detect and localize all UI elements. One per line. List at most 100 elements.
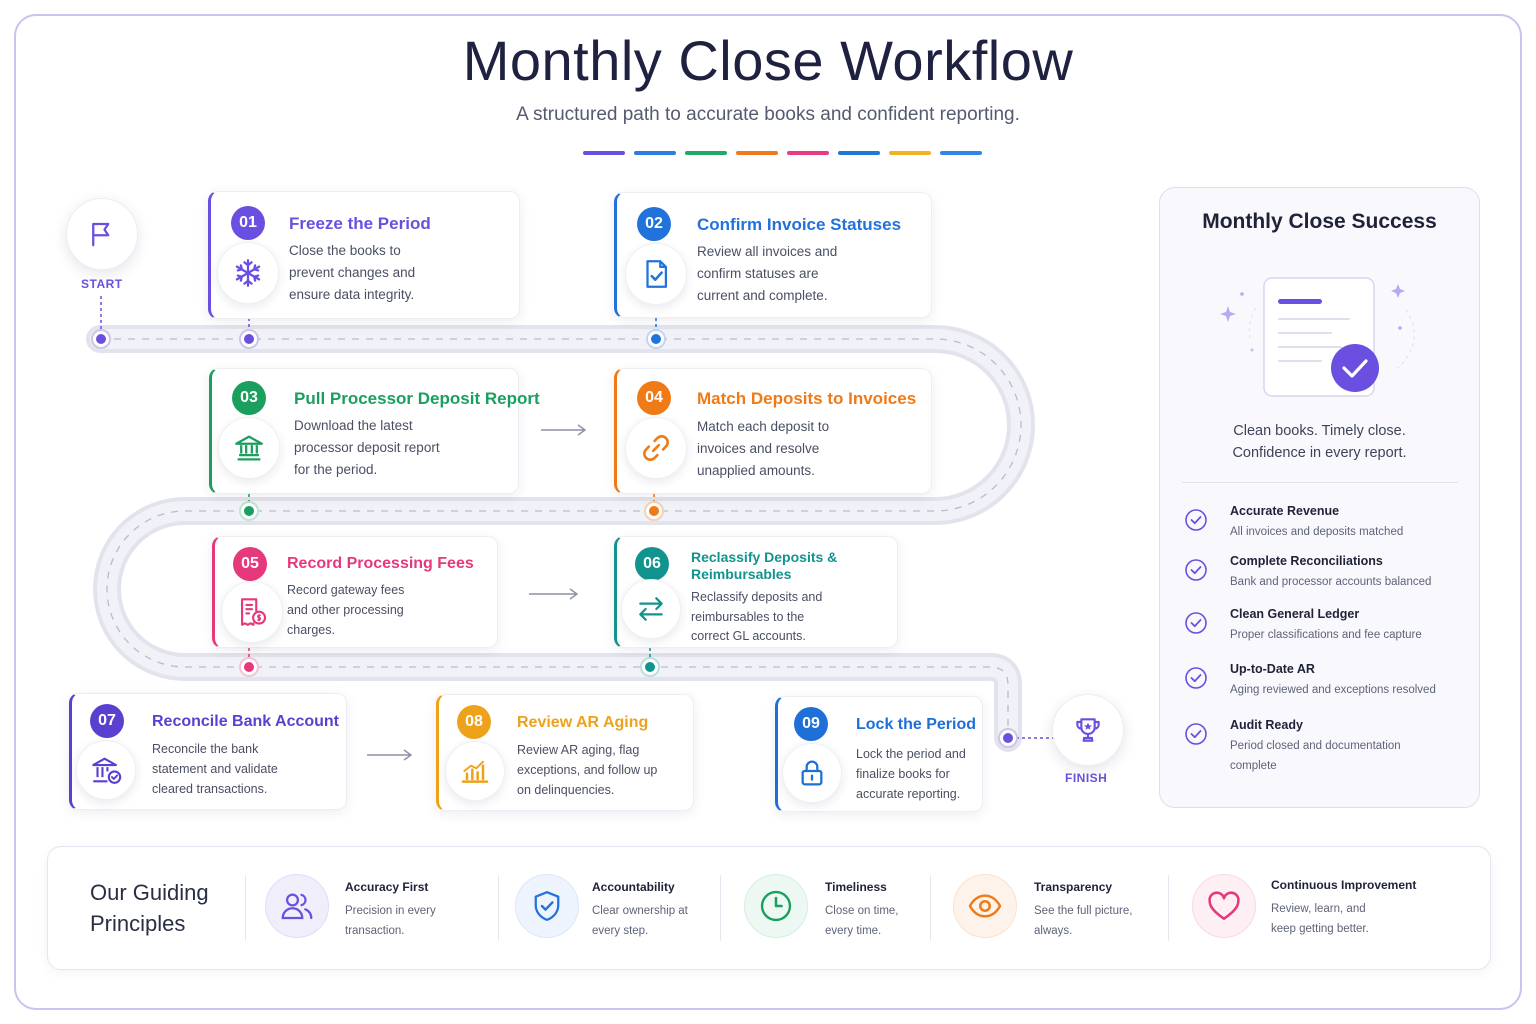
step-description: Reclassify deposits and reimbursables to… (691, 590, 823, 643)
step-number-badge: 08 (457, 705, 491, 739)
success-tagline-line-2: Confidence in every report. (1232, 445, 1407, 461)
eye-icon (953, 874, 1017, 938)
accent-bar (583, 151, 625, 155)
step-title: Reclassify Deposits & Reimbursables (691, 549, 838, 582)
shield-check-icon (515, 874, 579, 938)
principles-heading-line-1: Our Guiding (90, 880, 209, 905)
success-item-title: Clean General Ledger (1230, 607, 1360, 621)
road-dot-01 (239, 329, 259, 349)
trophy-icon (1076, 718, 1100, 742)
principles-divider (930, 875, 931, 941)
finish-marker (1052, 694, 1124, 766)
success-title: Monthly Close Success (1202, 210, 1437, 233)
step-description: Review all invoices and confirm statuses… (697, 244, 838, 303)
step-description: Review AR aging, flag exceptions, and fo… (517, 743, 658, 797)
start-label: START (81, 277, 123, 291)
bar-chart-icon (445, 741, 505, 801)
success-tagline-line-1: Clean books. Timely close. (1233, 423, 1406, 439)
principles-heading: Our Guiding Principles (90, 877, 209, 939)
step-title: Freeze the Period (289, 214, 431, 233)
heart-icon (1192, 874, 1256, 938)
road-dot-02 (646, 329, 666, 349)
step-card-07[interactable]: 07 Reconcile Bank Account Reconcile the … (69, 693, 347, 810)
lock-icon (782, 743, 842, 803)
circle-check-icon (1185, 723, 1207, 745)
principles-heading-line-2: Principles (90, 911, 186, 936)
principles-divider (245, 875, 246, 941)
success-item: Up-to-Date AR Aging reviewed and excepti… (1184, 662, 1464, 712)
bank-check-icon (76, 740, 136, 800)
success-item-title: Audit Ready (1230, 718, 1303, 732)
success-item-desc: Bank and processor accounts balanced (1230, 576, 1432, 588)
principle-title: Continuous Improvement (1271, 878, 1417, 892)
step-number-badge: 04 (637, 381, 671, 415)
success-item: Accurate Revenue All invoices and deposi… (1184, 504, 1464, 554)
accent-bar (787, 151, 829, 155)
success-item-title: Up-to-Date AR (1230, 662, 1315, 676)
road-dot-start (91, 329, 111, 349)
step-card-08[interactable]: 08 Review AR Aging Review AR aging, flag… (436, 694, 694, 811)
step-title: Reconcile Bank Account (152, 713, 340, 730)
principle-desc: Precision in every transaction. (345, 905, 436, 937)
circle-check-icon (1185, 559, 1207, 581)
step-description: Record gateway fees and other processing… (287, 583, 405, 637)
road-dot-finish (998, 728, 1018, 748)
principle-desc: Review, learn, and keep getting better. (1271, 903, 1369, 935)
principles-divider (720, 875, 721, 941)
success-item: Audit Ready Period closed and documentat… (1184, 718, 1464, 778)
step-description: Match each deposit to invoices and resol… (697, 419, 830, 478)
success-divider (1182, 482, 1458, 483)
accent-color-bars (583, 151, 982, 155)
step-card-09[interactable]: 09 Lock the Period Lock the period and f… (775, 696, 983, 812)
step-card-01[interactable]: 01 Freeze the Period Close the books to … (208, 191, 520, 319)
circle-check-icon (1185, 667, 1207, 689)
clock-icon (744, 874, 808, 938)
step-card-06[interactable]: 06 Reclassify Deposits & Reimbursables R… (614, 536, 898, 648)
step-number-badge: 02 (637, 207, 671, 241)
principle-title: Transparency (1034, 880, 1113, 894)
step-title: Record Processing Fees (287, 555, 474, 572)
arrow-right-icon (367, 749, 413, 761)
accent-bar (889, 151, 931, 155)
principles-divider (498, 875, 499, 941)
receipt-dollar-icon (221, 581, 283, 643)
step-description: Download the latest processor deposit re… (294, 418, 440, 477)
principle-desc: Clear ownership at every step. (592, 905, 688, 937)
step-card-05[interactable]: 05 Record Processing Fees Record gateway… (212, 536, 498, 648)
link-icon (625, 417, 687, 479)
users-icon (265, 874, 329, 938)
success-item-desc: Aging reviewed and exceptions resolved (1230, 684, 1436, 696)
step-title: Review AR Aging (517, 714, 649, 731)
step-number-badge: 06 (635, 547, 669, 581)
road-dot-03 (239, 501, 259, 521)
document-check-icon (625, 243, 687, 305)
step-card-04[interactable]: 04 Match Deposits to Invoices Match each… (614, 368, 932, 494)
arrow-right-icon (541, 424, 587, 436)
success-item-desc: Period closed and documentation complete (1230, 740, 1401, 772)
success-item-title: Accurate Revenue (1230, 504, 1340, 518)
road-dot-05 (239, 657, 259, 677)
step-card-03[interactable]: 03 Pull Processor Deposit Report Downloa… (209, 368, 540, 494)
road-dot-04 (644, 501, 664, 521)
step-number-badge: 01 (231, 206, 265, 240)
bank-icon (218, 417, 280, 479)
principle-title: Accuracy First (345, 880, 429, 894)
step-description: Lock the period and finalize books for a… (856, 747, 966, 801)
step-card-02[interactable]: 02 Confirm Invoice Statuses Review all i… (614, 192, 932, 318)
circle-check-icon (1185, 612, 1207, 634)
step-title: Lock the Period (856, 716, 977, 733)
principles-divider (1168, 875, 1169, 941)
finish-label: FINISH (1065, 771, 1108, 785)
accent-bar (940, 151, 982, 155)
swap-arrows-icon (621, 579, 681, 639)
principle-desc: See the full picture, always. (1034, 905, 1133, 937)
circle-check-icon (1185, 509, 1207, 531)
success-item: Complete Reconciliations Bank and proces… (1184, 554, 1464, 604)
accent-bar (685, 151, 727, 155)
success-panel: Monthly Close Success Clean books. Timel… (1159, 187, 1480, 808)
step-number-badge: 09 (794, 707, 828, 741)
success-item: Clean General Ledger Proper classificati… (1184, 607, 1464, 657)
principle-desc: Close on time, every time. (825, 905, 899, 937)
road-dot-06 (640, 657, 660, 677)
